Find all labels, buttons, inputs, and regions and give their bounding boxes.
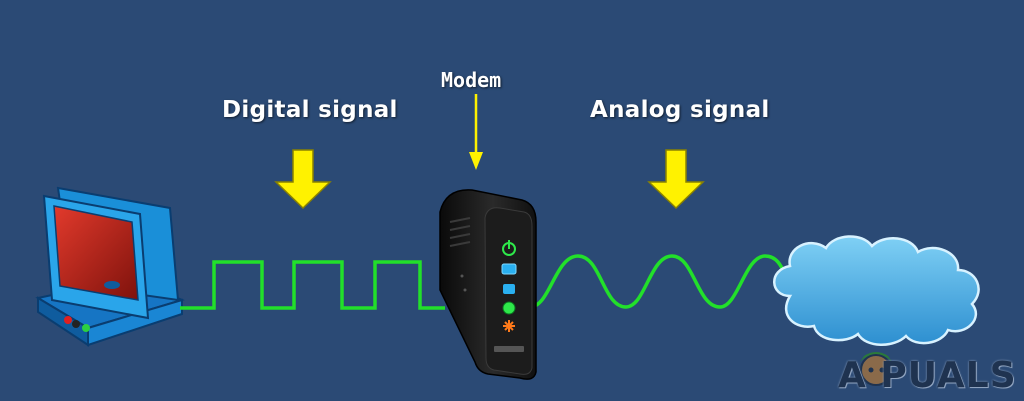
internet-cloud-icon [773,235,980,346]
digital-signal-arrow [274,149,332,210]
analog-signal-arrow [647,149,705,210]
wireless-icon [503,320,515,332]
digital-signal-label: Digital signal [222,97,398,123]
modem-pointer-arrow [469,94,483,170]
analog-signal-label: Analog signal [590,97,770,123]
computer-icon [35,186,185,347]
digital-signal-wave [180,260,445,310]
watermark-text: A PUALS [838,355,1017,396]
modem-device-icon [439,189,537,380]
modem-brand-logo [494,346,524,352]
power-icon [502,240,516,256]
modem-label: Modem [441,68,502,92]
ethernet-icon [501,263,517,275]
usb-icon [503,284,515,294]
online-icon [502,301,516,315]
appuals-mascot-logo [860,352,892,386]
analog-signal-wave [529,254,790,309]
